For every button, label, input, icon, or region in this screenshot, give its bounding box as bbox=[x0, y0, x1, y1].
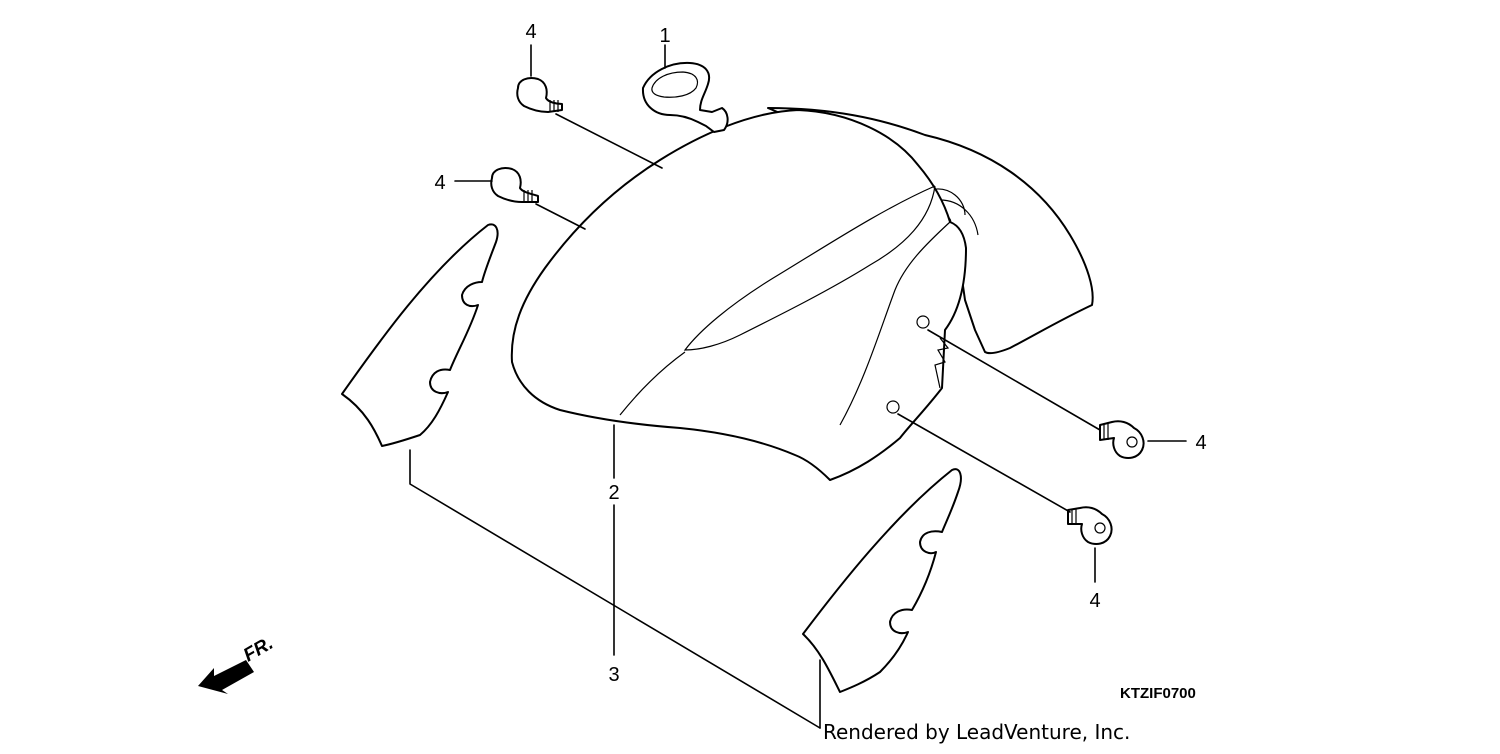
leader-lines bbox=[409, 44, 1187, 729]
callout-4-lower: 4 bbox=[1089, 590, 1100, 612]
mount-hole-lower bbox=[886, 400, 900, 414]
screw-left bbox=[490, 167, 539, 203]
callout-4-right: 4 bbox=[1195, 432, 1206, 454]
front-arrow-icon bbox=[198, 660, 254, 694]
screw-right-upper bbox=[1099, 420, 1145, 459]
diagram-code: KTZIF0700 bbox=[1120, 685, 1196, 702]
fender-decal-left bbox=[341, 223, 499, 447]
callout-4-left: 4 bbox=[434, 172, 445, 194]
callout-4-top: 4 bbox=[525, 21, 536, 43]
front-direction-indicator: FR. bbox=[198, 633, 277, 694]
credit-text: Rendered by LeadVenture, Inc. bbox=[823, 720, 1130, 744]
screw-top bbox=[516, 77, 563, 113]
fender-decal-right bbox=[802, 468, 962, 693]
mount-hole-upper bbox=[916, 315, 930, 329]
callout-1: 1 bbox=[659, 25, 670, 47]
trim-clip-part-1 bbox=[641, 61, 729, 133]
callout-3: 3 bbox=[608, 664, 619, 686]
callout-2: 2 bbox=[608, 482, 619, 504]
front-fender bbox=[510, 109, 967, 481]
screw-right-lower bbox=[1067, 506, 1113, 545]
